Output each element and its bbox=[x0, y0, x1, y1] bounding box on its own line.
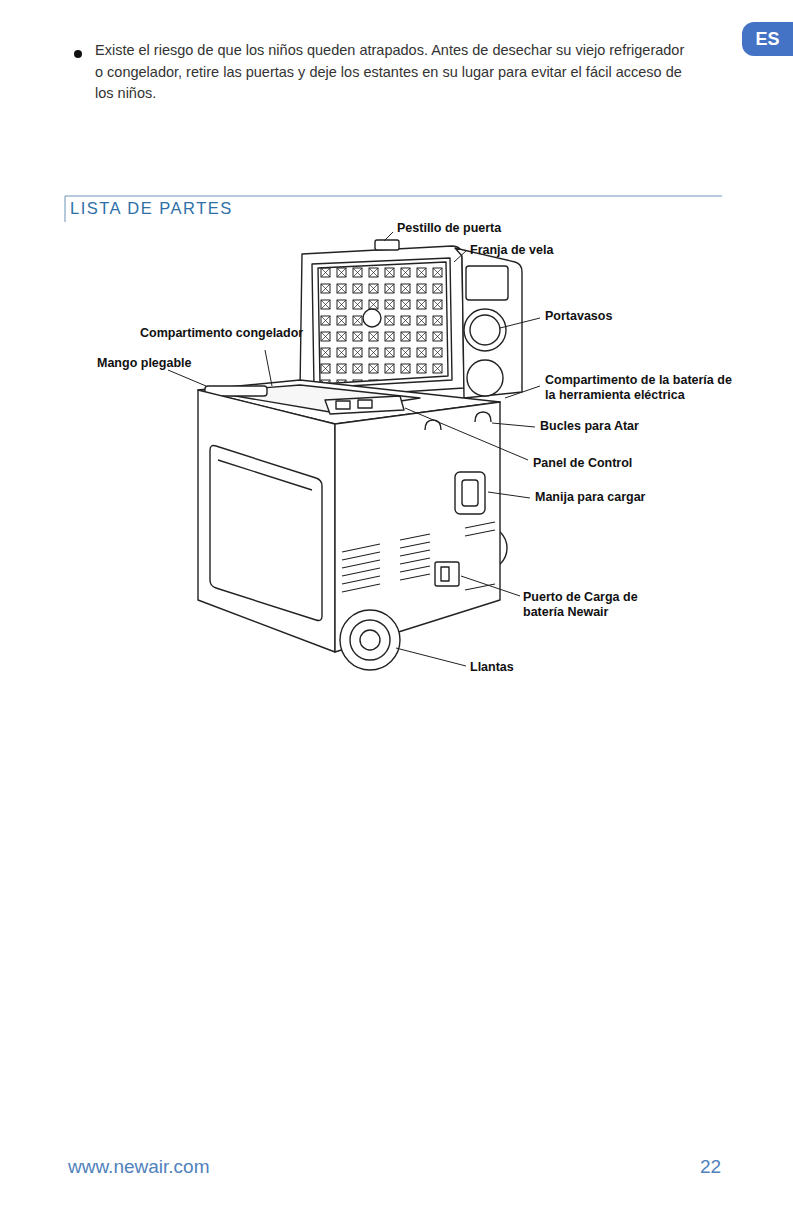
part-name: Pestillo de puerta bbox=[397, 221, 547, 236]
part-name: Llantas bbox=[470, 660, 570, 675]
part-name-wrap: Manija para cargar bbox=[535, 490, 695, 505]
part-name-wrap: Llantas bbox=[470, 660, 570, 675]
part-name: Franja de vela bbox=[470, 243, 620, 258]
part-name-wrap: Compartimento congelador bbox=[140, 326, 340, 341]
part-name-wrap: Franja de vela bbox=[470, 243, 620, 258]
cooler-drawing bbox=[198, 240, 522, 670]
part-name: Bucles para Atar bbox=[540, 419, 700, 434]
leader-lines bbox=[168, 232, 540, 666]
part-name-wrap: Pestillo de puerta bbox=[397, 221, 547, 236]
part-name-wrap: Portavasos bbox=[545, 309, 695, 324]
part-name: Portavasos bbox=[545, 309, 695, 324]
safety-note-wrap: Existe el riesgo de que los niños queden… bbox=[95, 40, 695, 105]
footer-url-wrap: www.newair.com bbox=[68, 1156, 318, 1178]
part-name: Mango plegable bbox=[97, 356, 247, 371]
part-name: Panel de Control bbox=[533, 456, 693, 471]
page-number: 22 bbox=[700, 1156, 740, 1178]
part-name: Puerto de Carga de batería Newair bbox=[523, 590, 651, 620]
part-name-wrap: Puerto de Carga de batería Newair bbox=[523, 590, 651, 620]
part-name-wrap: Mango plegable bbox=[97, 356, 247, 371]
section-rule bbox=[65, 196, 722, 222]
language-code: ES bbox=[755, 29, 779, 50]
part-name-wrap: Bucles para Atar bbox=[540, 419, 700, 434]
page-number-wrap: 22 bbox=[700, 1156, 740, 1178]
part-name: Compartimento de la batería de la herram… bbox=[545, 373, 733, 403]
section-heading: LISTA DE PARTES bbox=[70, 199, 233, 218]
part-name-wrap: Compartimento de la batería de la herram… bbox=[545, 373, 733, 403]
safety-note: Existe el riesgo de que los niños queden… bbox=[95, 40, 695, 105]
part-name: Manija para cargar bbox=[535, 490, 695, 505]
footer-url: www.newair.com bbox=[68, 1156, 318, 1178]
part-name-wrap: Panel de Control bbox=[533, 456, 693, 471]
language-tab: ES bbox=[742, 22, 793, 56]
part-name: Compartimento congelador bbox=[140, 326, 340, 341]
bullet-dot bbox=[74, 50, 82, 58]
section-heading-wrap: LISTA DE PARTES bbox=[70, 199, 233, 218]
